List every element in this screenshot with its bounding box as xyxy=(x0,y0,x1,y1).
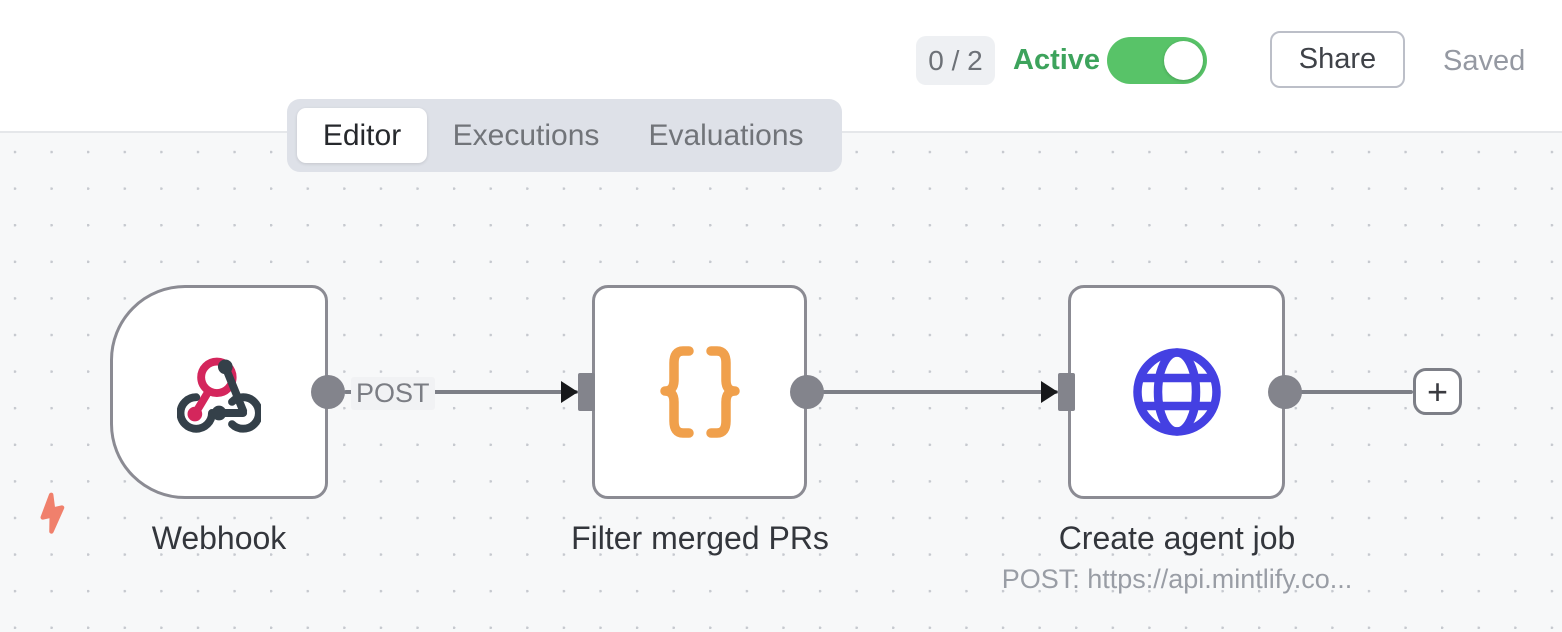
connection-webhook-filter[interactable] xyxy=(344,390,578,394)
active-toggle[interactable] xyxy=(1107,37,1207,84)
add-node-button[interactable]: + xyxy=(1413,368,1462,415)
agent-input-port[interactable] xyxy=(1058,373,1075,411)
active-executions-counter: 0 / 2 xyxy=(916,36,995,85)
toggle-knob xyxy=(1164,41,1203,80)
code-braces-icon xyxy=(659,346,740,438)
active-label: Active xyxy=(1013,44,1101,76)
saved-status: Saved xyxy=(1443,45,1526,77)
webhook-output-port[interactable] xyxy=(311,375,345,409)
node-filter-merged-prs[interactable] xyxy=(592,285,807,499)
node-label-filter: Filter merged PRs xyxy=(571,520,829,556)
globe-icon xyxy=(1132,348,1221,436)
filter-output-port[interactable] xyxy=(790,375,824,409)
tab-evaluations[interactable]: Evaluations xyxy=(648,118,804,152)
node-webhook[interactable] xyxy=(110,285,328,499)
webhook-icon xyxy=(177,357,261,433)
share-button[interactable]: Share xyxy=(1270,31,1405,88)
node-label-agent: Create agent job xyxy=(1058,520,1296,556)
filter-input-port[interactable] xyxy=(578,373,595,411)
tab-editor[interactable]: Editor xyxy=(297,108,427,163)
connection-agent-add[interactable] xyxy=(1285,390,1413,394)
connection-arrowhead xyxy=(1041,381,1058,403)
node-create-agent-job[interactable] xyxy=(1068,285,1285,499)
connection-filter-agent[interactable] xyxy=(807,390,1058,394)
trigger-bolt-icon xyxy=(40,492,65,534)
agent-output-port[interactable] xyxy=(1268,375,1302,409)
node-subtitle-agent: POST: https://api.mintlify.co... xyxy=(1001,564,1353,594)
connection-post-label: POST xyxy=(351,377,435,410)
node-label-webhook: Webhook xyxy=(151,520,287,556)
tab-executions[interactable]: Executions xyxy=(452,118,600,152)
view-tabbar: Editor Executions Evaluations xyxy=(287,99,842,172)
connection-arrowhead xyxy=(561,381,578,403)
